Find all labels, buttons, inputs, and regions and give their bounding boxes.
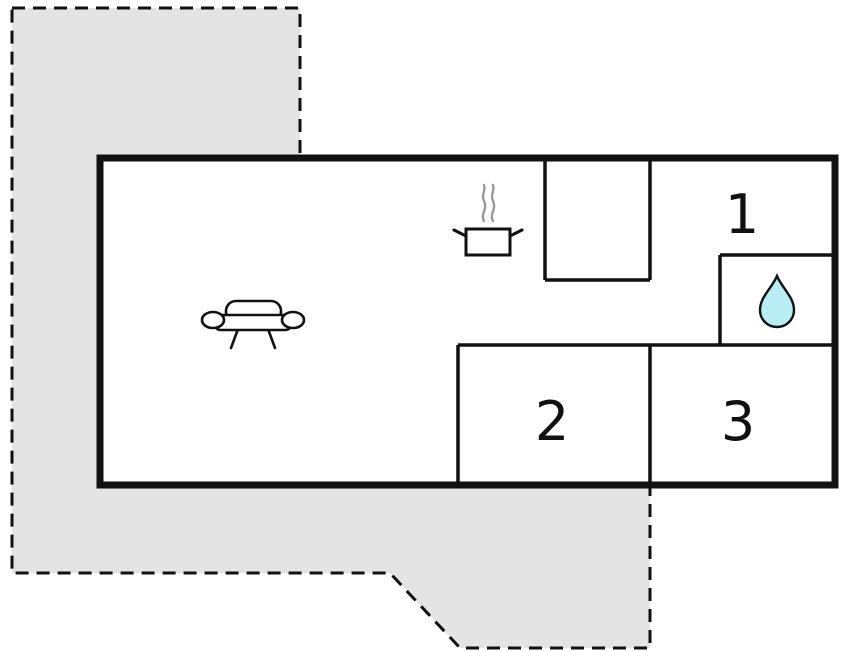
room-1-label: 1 bbox=[725, 183, 759, 246]
room-3-label: 3 bbox=[721, 390, 755, 453]
steam bbox=[490, 183, 496, 223]
interior-walls bbox=[456, 158, 835, 485]
steam bbox=[481, 183, 487, 223]
sofa-icon bbox=[200, 299, 306, 350]
room-2-label: 2 bbox=[535, 390, 569, 453]
water-drop-icon bbox=[758, 272, 796, 329]
cooking-pot-icon bbox=[452, 183, 524, 257]
